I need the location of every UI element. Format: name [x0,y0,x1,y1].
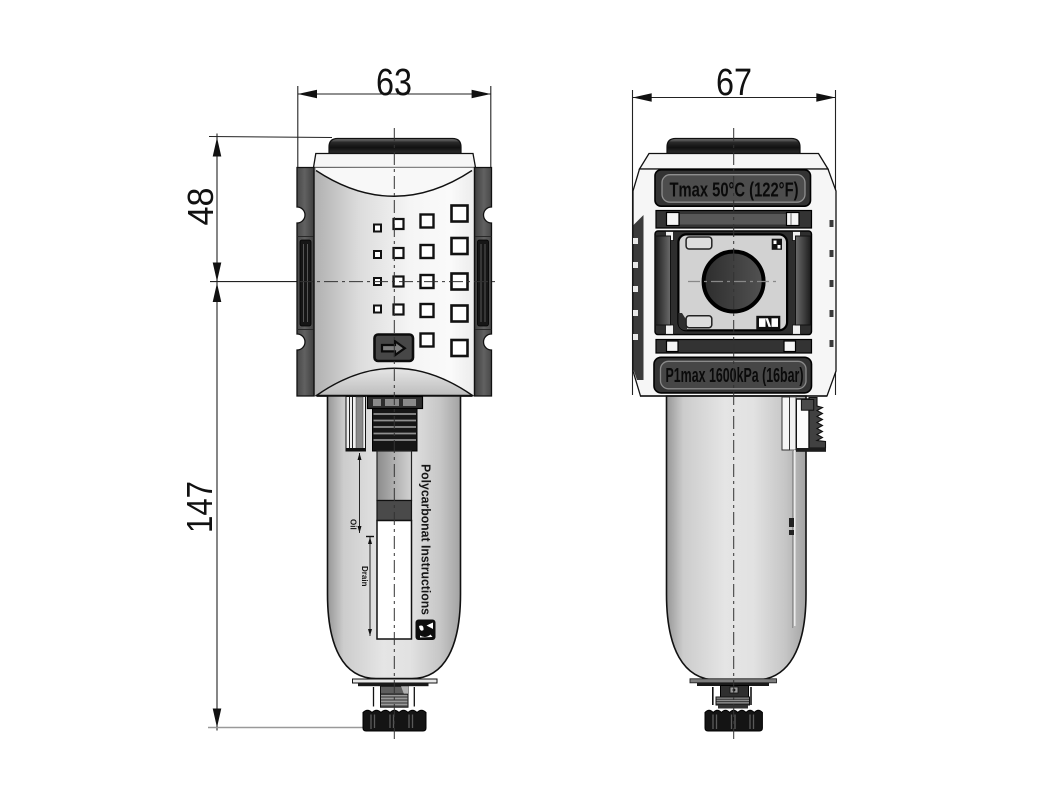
svg-text:63: 63 [376,62,412,104]
svg-text:Tmax 50°C (122°F): Tmax 50°C (122°F) [670,179,799,202]
svg-text:P1max 1600kPa (16bar): P1max 1600kPa (16bar) [666,365,804,387]
svg-text:Oil: Oil [349,519,358,530]
svg-text:48: 48 [180,188,221,226]
svg-text:67: 67 [716,62,752,104]
svg-text:147: 147 [179,481,220,533]
svg-text:Polycarbonat Instructions: Polycarbonat Instructions [419,464,433,615]
svg-text:Drain: Drain [360,566,369,587]
